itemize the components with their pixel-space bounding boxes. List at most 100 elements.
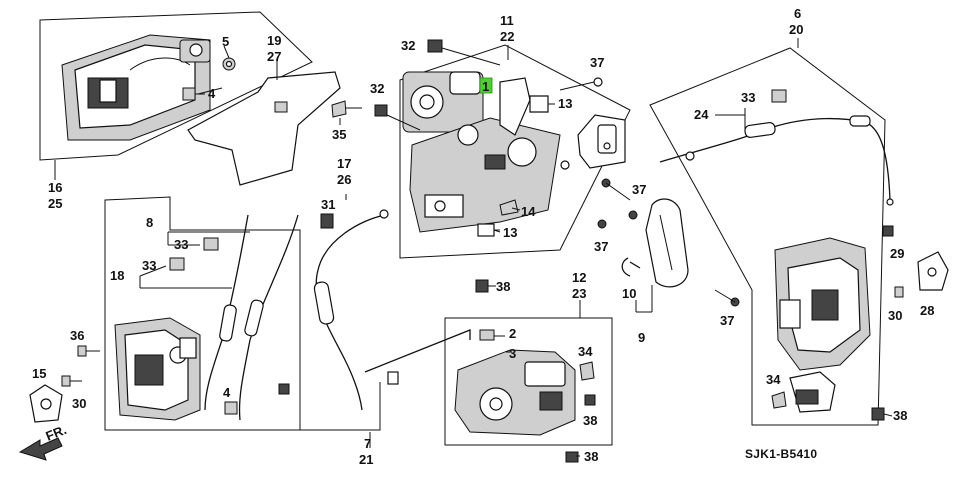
- nut-part-5: [222, 45, 236, 71]
- rod-part-7: [364, 329, 471, 373]
- protector-bracket: [187, 60, 341, 186]
- cable-part-24: [659, 115, 894, 206]
- panel-outline-top-left: [39, 11, 313, 161]
- label-part-33-bracket-8[interactable]: 33: [174, 237, 188, 252]
- leader-lines: [54, 38, 893, 457]
- label-part-7[interactable]: 7: [364, 436, 371, 451]
- screw-part-2: [479, 329, 495, 341]
- label-part-20[interactable]: 20: [789, 22, 803, 37]
- panel-outline-top-center: [399, 44, 631, 259]
- part-labels: 1 2 3 4 4 5 6 7 8 9 10 11 12 13 13 14 15…: [32, 6, 934, 467]
- clip-part-14: [499, 199, 519, 216]
- clip-part-33-bracket-8: [203, 237, 219, 251]
- label-part-37-mid[interactable]: 37: [632, 182, 646, 197]
- panel-outline-bottom-center: [444, 317, 613, 446]
- clip-part-34-right: [771, 391, 787, 409]
- label-part-23[interactable]: 23: [572, 286, 586, 301]
- cable-pair-bottom-left: [204, 214, 299, 421]
- rear-lock-assembly: [114, 317, 201, 421]
- label-part-3[interactable]: 3: [509, 346, 516, 361]
- label-part-15[interactable]: 15: [32, 366, 46, 381]
- label-part-38-bottom-center-b[interactable]: 38: [584, 449, 598, 464]
- label-part-30-left[interactable]: 30: [72, 396, 86, 411]
- label-part-29[interactable]: 29: [890, 246, 904, 261]
- clip-part-4-bottom: [224, 401, 238, 415]
- label-part-32-top[interactable]: 32: [401, 38, 415, 53]
- label-part-6[interactable]: 6: [794, 6, 801, 21]
- panel-outline-right: [649, 47, 886, 426]
- label-part-1[interactable]: 1: [482, 79, 489, 94]
- lock-actuator-bottom: [454, 349, 576, 436]
- latch-assembly-right: [774, 237, 871, 413]
- bolt-part-38-center: [475, 279, 489, 293]
- bolt-part-35: [331, 100, 362, 118]
- outer-handle-part-9: [645, 198, 689, 288]
- label-part-4-top[interactable]: 4: [208, 86, 216, 101]
- panel-outline-rod-bracket: [300, 382, 381, 431]
- label-part-4-bottom[interactable]: 4: [223, 385, 231, 400]
- bolt-part-38-right: [871, 407, 885, 421]
- label-part-34-bottom-center[interactable]: 34: [578, 344, 593, 359]
- label-part-26[interactable]: 26: [337, 172, 351, 187]
- label-part-38-center[interactable]: 38: [496, 279, 510, 294]
- label-part-12[interactable]: 12: [572, 270, 586, 285]
- label-part-31[interactable]: 31: [321, 197, 335, 212]
- clip-part-31: [320, 213, 334, 229]
- label-part-13-top[interactable]: 13: [558, 96, 572, 111]
- label-part-37-top[interactable]: 37: [590, 55, 604, 70]
- clip-part-bottom-rod: [278, 371, 399, 395]
- label-part-27[interactable]: 27: [267, 49, 281, 64]
- label-part-24[interactable]: 24: [694, 107, 709, 122]
- label-part-25[interactable]: 25: [48, 196, 62, 211]
- clip-part-34-bottom-center: [579, 361, 595, 381]
- screw-part-37-lower: [597, 210, 638, 229]
- inner-handle-assembly: [61, 34, 211, 141]
- clip-part-33-bracket-18: [169, 257, 185, 271]
- label-part-38-right[interactable]: 38: [893, 408, 907, 423]
- bolt-part-30-right: [894, 286, 904, 298]
- label-part-16[interactable]: 16: [48, 180, 62, 195]
- label-part-36[interactable]: 36: [70, 328, 84, 343]
- switch-bracket: [577, 114, 626, 169]
- bolt-part-29: [882, 225, 894, 237]
- label-part-35[interactable]: 35: [332, 127, 346, 142]
- label-part-37-handle[interactable]: 37: [720, 313, 734, 328]
- diagram-code: SJK1-B5410: [745, 447, 817, 461]
- label-part-34-right[interactable]: 34: [766, 372, 781, 387]
- screw-part-37-handle: [714, 289, 740, 307]
- front-arrow-marker: [18, 437, 63, 461]
- cable-part-17: [313, 209, 389, 411]
- highlight-marker-part-1[interactable]: [479, 77, 493, 94]
- label-part-14[interactable]: 14: [521, 204, 536, 219]
- front-marker-text: FR.: [44, 422, 69, 444]
- clip-part-10: [621, 257, 641, 277]
- bolt-part-30-left: [61, 375, 82, 387]
- label-part-10[interactable]: 10: [622, 286, 636, 301]
- label-part-38-bottom-center-a[interactable]: 38: [583, 413, 597, 428]
- label-part-8[interactable]: 8: [146, 215, 153, 230]
- label-part-5[interactable]: 5: [222, 34, 229, 49]
- label-part-28[interactable]: 28: [920, 303, 934, 318]
- label-part-19[interactable]: 19: [267, 33, 281, 48]
- label-part-2[interactable]: 2: [509, 326, 516, 341]
- label-part-30-right[interactable]: 30: [888, 308, 902, 323]
- label-part-9[interactable]: 9: [638, 330, 645, 345]
- label-part-18[interactable]: 18: [110, 268, 124, 283]
- clip-part-32-top: [427, 39, 501, 66]
- clip-part-32-left: [374, 104, 421, 131]
- label-part-22[interactable]: 22: [500, 29, 514, 44]
- screw-part-37-mid: [560, 160, 631, 201]
- label-part-17[interactable]: 17: [337, 156, 351, 171]
- label-part-32-left[interactable]: 32: [370, 81, 384, 96]
- label-part-37-lower[interactable]: 37: [594, 239, 608, 254]
- label-part-33-bracket-18[interactable]: 33: [142, 258, 156, 273]
- label-part-33-right[interactable]: 33: [741, 90, 755, 105]
- screw-part-38-bottom-center: [565, 394, 596, 463]
- label-part-13-bottom[interactable]: 13: [503, 225, 517, 240]
- screw-part-37-top: [559, 77, 603, 91]
- label-part-21[interactable]: 21: [359, 452, 373, 467]
- label-part-11[interactable]: 11: [500, 13, 514, 28]
- bolt-part-36: [77, 345, 100, 357]
- clip-part-4-top: [182, 87, 205, 101]
